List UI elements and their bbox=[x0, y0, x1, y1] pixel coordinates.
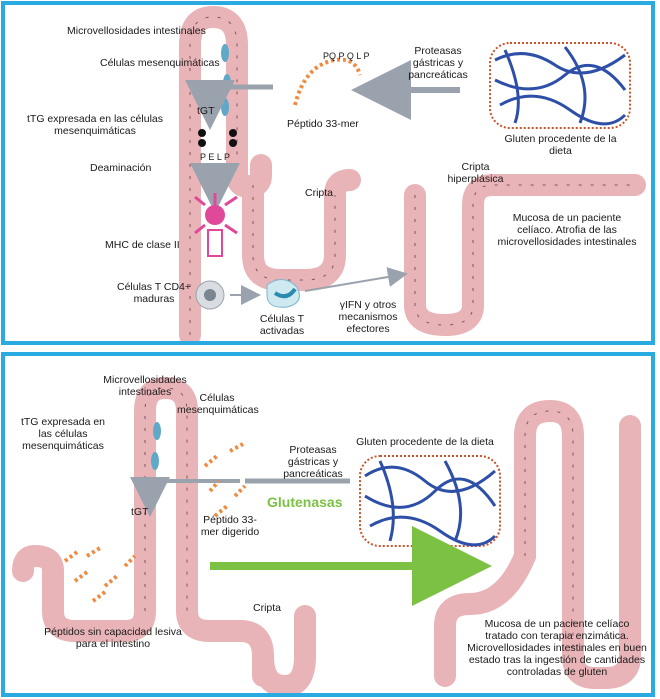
label-gluten-source-bottom: Gluten procedente de la dieta bbox=[356, 436, 494, 448]
arrow-to-mucosa bbox=[304, 267, 408, 292]
activated-t-cell bbox=[266, 279, 300, 308]
top-panel-celiac-disease: Microvellosidades intestinales Células m… bbox=[1, 1, 655, 345]
label-microvilli-bottom: Microvellosidades intestinales bbox=[103, 374, 187, 398]
top-diagram-canvas bbox=[179, 5, 646, 341]
label-harmless-peptides: Péptidos sin capacidad lesiva para el in… bbox=[44, 626, 182, 650]
peptide-33mer-chain bbox=[293, 57, 362, 106]
label-ttg-expressed: tTG expresada en las células mesenquimát… bbox=[27, 113, 163, 137]
hyperplastic-crypt-cells bbox=[414, 184, 635, 326]
t-cd4-cell bbox=[195, 280, 225, 310]
villus-left-cells bbox=[189, 16, 238, 335]
label-digested-peptide: Péptido 33-mer digerido bbox=[200, 514, 260, 538]
label-celiac-mucosa: Mucosa de un paciente celíaco. Atrofia d… bbox=[497, 212, 637, 248]
label-ifn: γIFN y otros mecanismos efectores bbox=[338, 299, 398, 335]
label-tgt-bottom: tGT bbox=[131, 506, 149, 518]
hyperplastic-crypt bbox=[404, 174, 646, 337]
crypt-bottom bbox=[252, 605, 316, 693]
mhc-class-ii-cell bbox=[194, 193, 238, 257]
label-mhc-class-ii: MHC de clase II bbox=[105, 239, 180, 251]
label-peptide-top: PQ P Q L P bbox=[323, 51, 370, 61]
label-tgt: tGT bbox=[197, 105, 215, 117]
label-hyperplastic-crypt: Cripta hiperplásica bbox=[447, 161, 504, 185]
label-activated-t: Células T activadas bbox=[259, 313, 305, 337]
arrow-to-tgt-bottom bbox=[130, 477, 240, 517]
label-glutenases: Glutenasas bbox=[267, 494, 343, 510]
label-crypt-bottom: Cripta bbox=[253, 602, 282, 614]
label-proteases: Proteasas gástricas y pancreáticas bbox=[408, 45, 468, 81]
bottom-panel-enzyme-therapy: Microvellosidades intestinales Células m… bbox=[1, 352, 655, 697]
arrow-peptide-to-tgt bbox=[185, 80, 273, 130]
label-mesenchymal-bottom: Células mesenquimáticas bbox=[177, 392, 259, 416]
label-peptide-bottom: P E L P bbox=[200, 152, 231, 162]
label-gluten-source: Gluten procedente de la dieta bbox=[504, 133, 617, 157]
digested-peptide-fragments bbox=[203, 442, 247, 518]
label-deamination: Deaminación bbox=[90, 162, 152, 174]
label-microvilli: Microvellosidades intestinales bbox=[67, 25, 206, 37]
label-mesenchymal-cells: Células mesenquimáticas bbox=[100, 57, 220, 69]
label-treated-mucosa: Mucosa de un paciente celíaco tratado co… bbox=[467, 618, 647, 678]
label-crypt: Cripta bbox=[305, 187, 334, 199]
label-ttg-bottom: tTG expresada en las células mesenquimát… bbox=[20, 416, 106, 452]
harmless-peptide-fragments bbox=[63, 546, 137, 603]
bottom-diagram-canvas bbox=[12, 376, 641, 693]
villus-bottom-left bbox=[12, 376, 274, 687]
deamination-markers bbox=[198, 129, 237, 147]
label-cd4-cells: Células T CD4+ maduras bbox=[116, 281, 192, 305]
gluten-network bbox=[489, 42, 631, 129]
label-proteases-bottom: Proteasas gástricas y pancreáticas bbox=[283, 444, 343, 480]
label-peptide-33mer: Péptido 33-mer bbox=[287, 118, 359, 130]
gluten-network-bottom bbox=[359, 455, 501, 547]
